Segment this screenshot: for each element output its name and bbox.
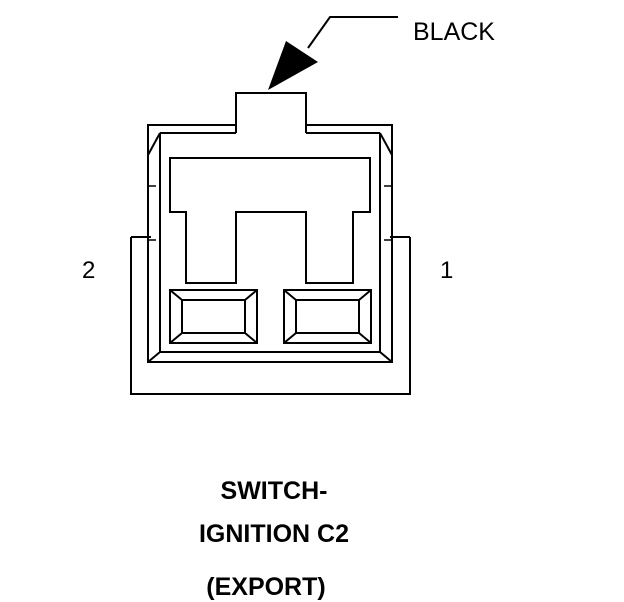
side-notches [148,185,392,241]
outer-housing-outline [130,237,411,395]
terminal-pin-1 [283,289,372,344]
callout-arrowhead [268,41,318,90]
pin-number-2: 2 [82,257,96,284]
caption-line-2: IGNITION C2 [198,520,349,548]
terminal-cavity [169,157,371,284]
caption-line-1: SWITCH- [220,477,328,505]
caption-line-3: (EXPORT) [206,573,326,601]
terminal-pin-2 [169,289,258,344]
pin-number-1: 1 [440,257,454,284]
wire-color-label: BLACK [413,18,495,46]
callout-leader [307,16,398,49]
connector-body [147,92,393,363]
